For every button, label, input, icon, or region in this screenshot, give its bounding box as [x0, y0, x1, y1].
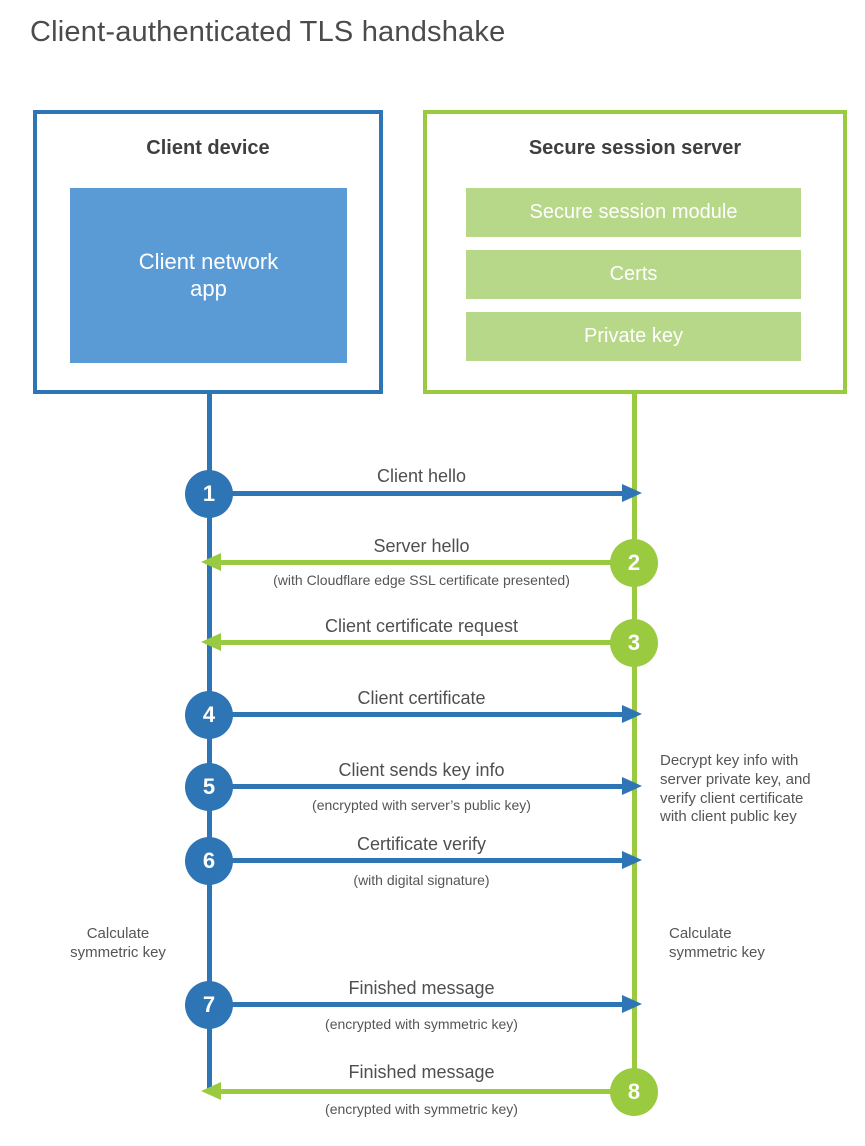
arrow-head-icon — [201, 1082, 221, 1100]
step-2-label: Server hello — [373, 536, 470, 556]
step-6-sublabel: (with digital signature) — [353, 872, 490, 888]
step-2-badge: 2 — [610, 539, 658, 587]
server-module-certs: Certs — [466, 250, 801, 299]
step-5-label: Client sends key info — [338, 760, 505, 780]
step-8-badge: 8 — [610, 1068, 658, 1116]
arrow-head-icon — [622, 705, 642, 723]
step-3-label: Client certificate request — [324, 616, 519, 636]
step-2-sublabel: (with Cloudflare edge SSL certificate pr… — [273, 572, 570, 588]
step-7-arrow — [209, 995, 642, 1013]
decrypt-key-note: Decrypt key info with server private key… — [660, 752, 811, 826]
step-4-badge: 4 — [185, 691, 233, 739]
step-8-sublabel: (encrypted with symmetric key) — [325, 1101, 518, 1117]
server-module-private-key: Private key — [466, 312, 801, 361]
client-device-title: Client device — [146, 137, 270, 159]
calculate-symmetric-key-left-note: Calculate symmetric key — [70, 925, 166, 961]
calculate-symmetric-key-right-note: Calculate symmetric key — [669, 925, 765, 961]
client-network-app-box: Client network app — [70, 188, 347, 363]
server-module-secure-session: Secure session module — [466, 188, 801, 237]
page-title: Client-authenticated TLS handshake — [30, 16, 506, 48]
step-8-arrow — [201, 1082, 634, 1100]
step-8-label: Finished message — [348, 1062, 495, 1082]
step-6-arrow — [209, 851, 642, 869]
step-3-arrow — [201, 633, 634, 651]
arrow-head-icon — [622, 851, 642, 869]
arrow-head-icon — [201, 633, 221, 651]
step-3-badge: 3 — [610, 619, 658, 667]
step-7-sublabel: (encrypted with symmetric key) — [325, 1016, 518, 1032]
step-1-arrow — [209, 484, 642, 502]
step-6-badge: 6 — [185, 837, 233, 885]
step-6-label: Certificate verify — [356, 834, 487, 854]
step-1-badge: 1 — [185, 470, 233, 518]
step-4-label: Client certificate — [357, 688, 486, 708]
arrow-head-icon — [622, 995, 642, 1013]
secure-session-server-title: Secure session server — [528, 137, 742, 159]
arrow-head-icon — [622, 777, 642, 795]
server-lifeline — [632, 394, 637, 1092]
step-5-sublabel: (encrypted with server’s public key) — [312, 797, 531, 813]
step-7-badge: 7 — [185, 981, 233, 1029]
arrow-head-icon — [622, 484, 642, 502]
step-5-badge: 5 — [185, 763, 233, 811]
client-lifeline — [207, 394, 212, 1092]
step-7-label: Finished message — [348, 978, 495, 998]
arrow-head-icon — [201, 553, 221, 571]
step-4-arrow — [209, 705, 642, 723]
step-5-arrow — [209, 777, 642, 795]
step-2-arrow — [201, 553, 634, 571]
step-1-label: Client hello — [376, 466, 467, 486]
